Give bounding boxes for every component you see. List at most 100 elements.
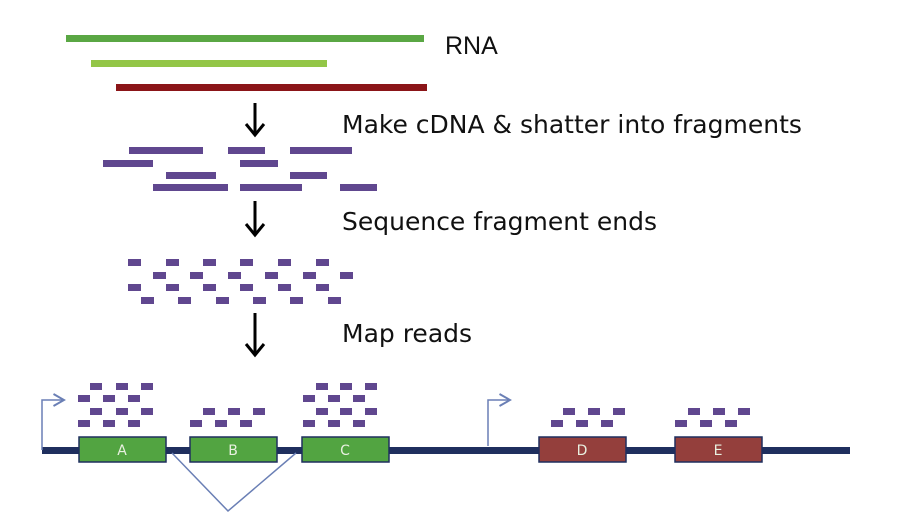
rna-transcript-3 bbox=[116, 84, 427, 91]
exon-e bbox=[674, 436, 763, 463]
sequence-read bbox=[303, 272, 316, 279]
mapped-read bbox=[551, 420, 563, 427]
cdna-fragments bbox=[103, 147, 377, 191]
sequence-read bbox=[316, 284, 329, 291]
rna-label: RNA bbox=[445, 32, 498, 60]
sequence-read bbox=[128, 259, 141, 266]
mapped-read bbox=[365, 383, 377, 390]
mapped-read bbox=[688, 408, 700, 415]
mapped-read bbox=[613, 408, 625, 415]
mapped-read bbox=[340, 383, 352, 390]
sequence-read bbox=[316, 259, 329, 266]
sequence-read bbox=[278, 284, 291, 291]
cdna-fragment bbox=[103, 160, 153, 167]
mapped-read bbox=[316, 383, 328, 390]
exon-c bbox=[301, 436, 390, 463]
mapped-read bbox=[128, 395, 140, 402]
transcription-start-arrow-icon bbox=[487, 393, 512, 446]
sequence-read bbox=[340, 272, 353, 279]
sequence-read bbox=[178, 297, 191, 304]
cdna-fragment bbox=[129, 147, 203, 154]
exon-label: D bbox=[577, 443, 588, 459]
mapped-read bbox=[141, 383, 153, 390]
sequence-read bbox=[240, 284, 253, 291]
down-arrow-icon bbox=[244, 103, 266, 138]
transcription-start-arrow-icon bbox=[41, 393, 66, 450]
sequence-read bbox=[265, 272, 278, 279]
mapped-read bbox=[700, 420, 712, 427]
step-arrows bbox=[244, 103, 266, 358]
rna-transcript-1 bbox=[66, 35, 424, 42]
cdna-fragment bbox=[228, 147, 265, 154]
mapped-read bbox=[328, 395, 340, 402]
mapped-read bbox=[303, 420, 315, 427]
sequence-read bbox=[253, 297, 266, 304]
mapped-read bbox=[203, 408, 215, 415]
mapped-read bbox=[78, 395, 90, 402]
sequence-read bbox=[153, 272, 166, 279]
cdna-fragment bbox=[240, 184, 302, 191]
exon-label: C bbox=[340, 443, 350, 459]
mapped-read bbox=[725, 420, 737, 427]
mapped-read bbox=[141, 408, 153, 415]
exon-b bbox=[189, 436, 278, 463]
mapped-read bbox=[190, 420, 202, 427]
sequence-read bbox=[128, 284, 141, 291]
genome-track: A B C D E bbox=[41, 393, 850, 513]
rna-transcripts bbox=[66, 35, 427, 91]
cdna-fragment bbox=[166, 172, 216, 179]
mapped-read bbox=[563, 408, 575, 415]
sequence-read bbox=[166, 284, 179, 291]
sequence-read bbox=[240, 259, 253, 266]
mapped-read bbox=[240, 420, 252, 427]
mapped-read bbox=[90, 383, 102, 390]
down-arrow-icon bbox=[244, 313, 266, 358]
cdna-fragment bbox=[290, 147, 352, 154]
mapped-read bbox=[90, 408, 102, 415]
cdna-fragment bbox=[290, 172, 327, 179]
mapped-read bbox=[675, 420, 687, 427]
mapped-read bbox=[353, 395, 365, 402]
rna-transcript-2 bbox=[91, 60, 327, 67]
sequence-read bbox=[228, 272, 241, 279]
down-arrow-icon bbox=[244, 201, 266, 238]
sequence-read bbox=[290, 297, 303, 304]
exon-d bbox=[538, 436, 627, 463]
mapped-read bbox=[215, 420, 227, 427]
mapped-read bbox=[128, 420, 140, 427]
mapped-reads bbox=[78, 383, 750, 427]
sequence-read bbox=[278, 259, 291, 266]
mapped-read bbox=[738, 408, 750, 415]
mapped-read bbox=[365, 408, 377, 415]
mapped-read bbox=[253, 408, 265, 415]
exon-label: A bbox=[117, 443, 127, 459]
mapped-read bbox=[601, 420, 613, 427]
sequence-read bbox=[166, 259, 179, 266]
mapped-read bbox=[116, 383, 128, 390]
cdna-fragment bbox=[153, 184, 228, 191]
sequence-read bbox=[141, 297, 154, 304]
mapped-read bbox=[116, 408, 128, 415]
mapped-read bbox=[316, 408, 328, 415]
step-label-sequence: Sequence fragment ends bbox=[342, 207, 657, 236]
sequence-read bbox=[203, 259, 216, 266]
exon-label: E bbox=[714, 443, 723, 459]
mapped-read bbox=[340, 408, 352, 415]
mapped-read bbox=[328, 420, 340, 427]
mapped-read bbox=[103, 395, 115, 402]
mapped-read bbox=[713, 408, 725, 415]
cdna-fragment bbox=[340, 184, 377, 191]
exon-label: B bbox=[228, 443, 238, 459]
sequenced-reads bbox=[128, 259, 353, 304]
mapped-read bbox=[588, 408, 600, 415]
mapped-read bbox=[78, 420, 90, 427]
step-label-map: Map reads bbox=[342, 319, 472, 348]
mapped-read bbox=[228, 408, 240, 415]
exon-a bbox=[78, 436, 167, 463]
cdna-fragment bbox=[240, 160, 278, 167]
step-label-fragment: Make cDNA & shatter into fragments bbox=[342, 110, 802, 139]
mapped-read bbox=[303, 395, 315, 402]
mapped-read bbox=[353, 420, 365, 427]
sequence-read bbox=[203, 284, 216, 291]
